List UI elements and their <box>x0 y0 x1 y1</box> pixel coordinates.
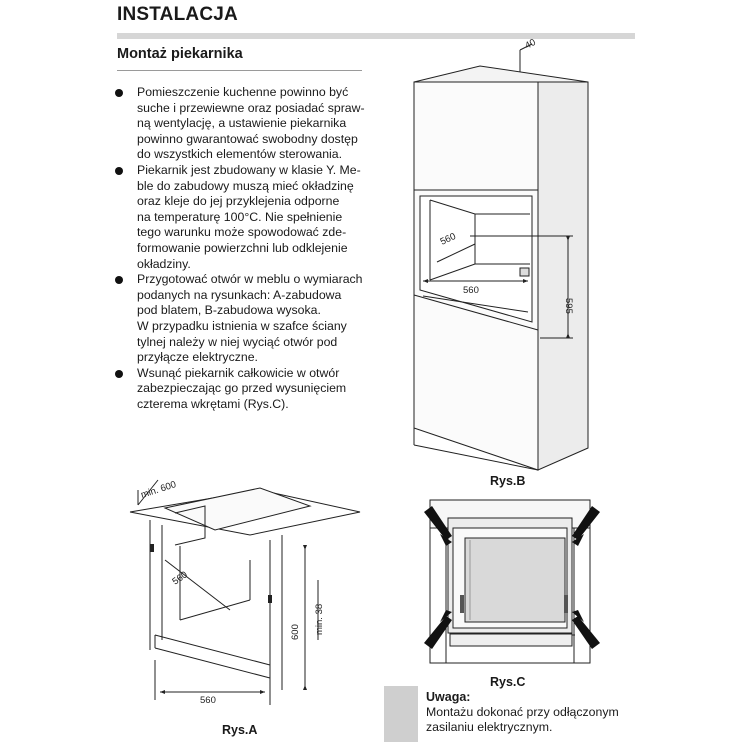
text-line: pod blatem, B-zabudowa wysoka. <box>137 303 321 318</box>
text-line: czterema wkrętami (Rys.C). <box>137 396 289 411</box>
text-line: zabezpieczając go przed wysunięciem <box>137 381 347 396</box>
figure-c-diagram <box>424 499 600 664</box>
bullet-icon <box>115 89 123 97</box>
subsection-title: Montaż piekarnika <box>117 46 243 62</box>
text-line: podanych na rysunkach: A-zabudowa <box>137 287 342 302</box>
text-line: formowanie powierzchni lub odklejenie <box>137 240 348 255</box>
dim-depth-560: 560 <box>170 569 189 587</box>
bullet-icon <box>115 166 123 175</box>
dim-width-560: 560 <box>463 285 479 296</box>
text-line: Pomieszczenie kuchenne powinno być <box>137 85 349 99</box>
title-rule <box>117 33 635 39</box>
text-line: do wszystkich elementów sterowania. <box>137 147 343 162</box>
text-line: W przypadku istnienia w szafce ściany <box>137 318 347 333</box>
dim-min-38: min. 38 <box>314 604 325 635</box>
bullet-icon <box>115 369 123 378</box>
dim-width-560: 560 <box>200 695 216 706</box>
text-line: przyłącze elektryczne. <box>137 350 258 365</box>
text-line: tylnej należy w niej wyciąć otwór pod <box>137 334 338 349</box>
note-line: zasilaniu elektrycznym. <box>426 720 553 734</box>
text-line: ną wentylację, a ustawienie piekarnika <box>137 116 347 131</box>
subsection-rule <box>117 70 362 71</box>
text-line: Przygotować otwór w meblu o wymiarach <box>137 272 363 287</box>
list-item: Piekarnik jest zbudowany w klasie Y. Me-… <box>113 163 365 272</box>
text-line: na temperaturę 100°C. Nie spełnienie <box>137 209 343 224</box>
text-line: oraz kleje do jej przyklejenia odporne <box>137 194 340 209</box>
instruction-list: Pomieszczenie kuchenne powinno być suche… <box>113 85 365 412</box>
dim-top-40: 40 <box>523 38 538 52</box>
text-line: powinno gwarantować swobodny dostęp <box>137 131 358 146</box>
section-title: INSTALACJA <box>117 4 238 25</box>
note-text: Montażu dokonać przy odłączonym zasilani… <box>426 705 619 735</box>
note-line: Montażu dokonać przy odłączonym <box>426 705 619 719</box>
figure-b-diagram: 40 560 560 595 <box>413 38 589 471</box>
dim-height-595: 595 <box>563 298 574 314</box>
figure-b-label: Rys.B <box>490 474 526 488</box>
text-line: ble do zabudowy muszą mieć okładzinę <box>137 178 354 193</box>
list-item: Wsunąć piekarnik całkowicie w otwór zabe… <box>113 366 365 413</box>
bullet-icon <box>115 276 123 285</box>
text-line: suche i przewiewne oraz posiadać spraw- <box>137 100 365 115</box>
figure-c-label: Rys.C <box>490 675 526 689</box>
text-line: okładziny. <box>137 256 191 271</box>
list-item: Pomieszczenie kuchenne powinno być suche… <box>113 85 365 163</box>
text-line: Wsunąć piekarnik całkowicie w otwór <box>137 365 340 380</box>
note-marker <box>384 686 418 742</box>
text-line: Piekarnik jest zbudowany w klasie Y. Me- <box>137 162 361 177</box>
figure-a-diagram: min. 600 560 600 min. 38 560 <box>129 479 361 706</box>
text-line: tego warunku może spowodować zde- <box>137 225 347 240</box>
figure-a-label: Rys.A <box>222 723 258 737</box>
list-item: Przygotować otwór w meblu o wymiarach po… <box>113 272 365 366</box>
note-title: Uwaga: <box>426 690 471 704</box>
dim-min-600: min. 600 <box>140 479 178 501</box>
dim-height-600: 600 <box>290 624 301 640</box>
